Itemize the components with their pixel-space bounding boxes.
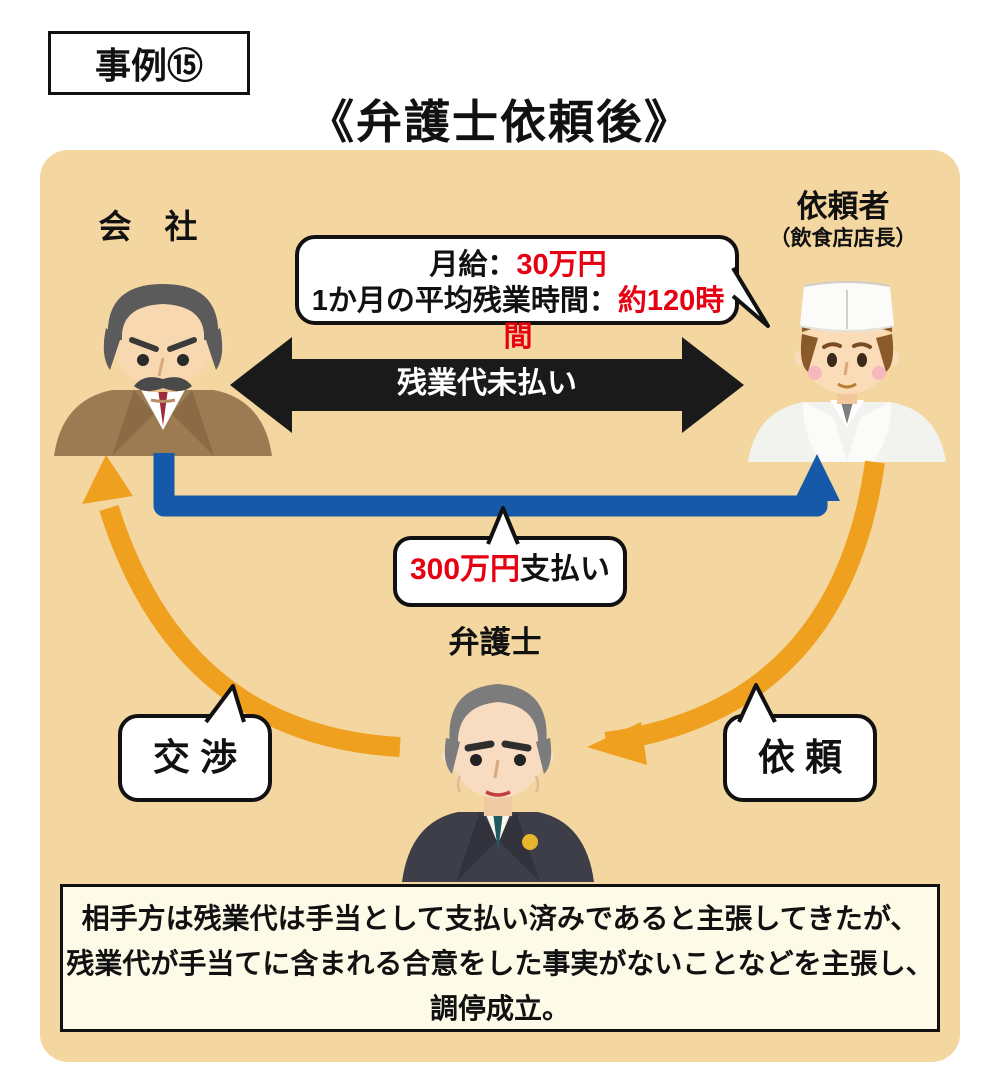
payment-arrow	[153, 453, 828, 517]
lawyer-person-icon	[402, 684, 594, 882]
lawyer-label: 弁護士	[448, 625, 542, 660]
summary-note-line3: 調停成立。	[429, 993, 570, 1024]
salary-bubble-tail	[731, 266, 770, 328]
salary-line2-label: 1か月の平均残業時間：	[311, 285, 618, 317]
dispute-arrow	[230, 337, 744, 433]
request-arrowhead-icon	[587, 722, 647, 765]
payment-arrowhead-icon	[794, 454, 840, 501]
request-arrow	[604, 460, 885, 752]
page-title: 《弁護士依頼後》	[308, 96, 692, 148]
case-badge: 事例⑮	[48, 31, 250, 95]
company-person-icon	[54, 284, 272, 456]
request-label: 依 頼	[757, 737, 843, 778]
negotiation-callout	[118, 714, 272, 802]
diagram-arrows-layer	[82, 235, 885, 802]
payment-suffix: 支払い	[520, 553, 611, 586]
company-label: 会 社	[98, 208, 198, 245]
client-label: 依頼者	[796, 189, 890, 224]
summary-note-line2: 残業代が手当てに含まれる合意をした事実がないことなどを主張し、	[66, 948, 934, 979]
salary-line1-label: 月給：	[429, 249, 517, 281]
payment-label: 300万円支払い	[395, 553, 625, 588]
salary-line2-value: 約120時間	[503, 285, 725, 353]
request-callout	[723, 714, 877, 802]
client-person-icon	[748, 281, 946, 462]
summary-note: 相手方は残業代は手当として支払い済みであると主張してきたが、 残業代が手当てに含…	[60, 884, 940, 1032]
salary-line1: 月給：30万円	[302, 247, 734, 283]
case-badge-label: 事例⑮	[94, 45, 203, 86]
client-sublabel: （飲食店店長）	[769, 227, 917, 250]
request-callout-tail	[737, 683, 777, 723]
negotiation-arrowhead-icon	[82, 455, 133, 504]
dispute-label: 残業代未払い	[397, 367, 577, 400]
salary-line2: 1か月の平均残業時間：約120時間	[302, 283, 734, 355]
payment-callout-tail	[486, 506, 520, 545]
negotiation-arrow	[99, 505, 401, 757]
negotiation-label: 交 渉	[152, 737, 238, 778]
summary-note-line1: 相手方は残業代は手当として支払い済みであると主張してきたが、	[81, 903, 919, 934]
negotiation-callout-tail	[204, 684, 246, 724]
salary-bubble-text: 月給：30万円 1か月の平均残業時間：約120時間	[302, 247, 734, 355]
payment-amount: 300万円	[409, 553, 521, 586]
salary-line1-value: 30万円	[516, 249, 607, 281]
